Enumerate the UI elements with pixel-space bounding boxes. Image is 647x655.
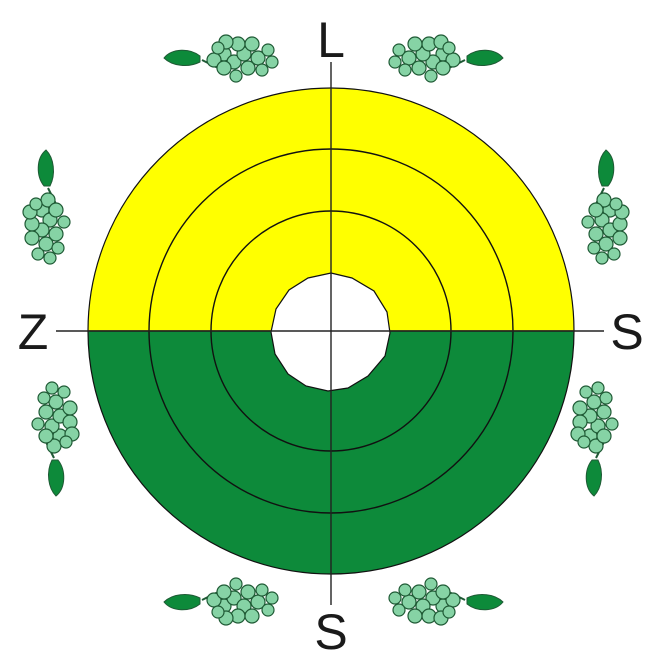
grape-bunch-icon-top-right <box>389 35 503 82</box>
grape-bunch-icon-left-upper <box>23 150 70 264</box>
grape-bunch-icon-bottom-left <box>164 578 278 625</box>
grape-bunch-icon-top-left <box>164 35 278 82</box>
grape-bunch-icon-bottom-right <box>389 578 503 625</box>
label-top: L <box>317 12 345 68</box>
label-left: Z <box>18 304 49 360</box>
label-bottom: S <box>314 604 347 655</box>
grape-bunch-icon-right-upper <box>582 150 629 264</box>
grape-bunch-icon-left-lower <box>32 382 79 496</box>
grape-bunch-icon-right-lower <box>571 382 618 496</box>
label-right: S <box>610 304 643 360</box>
